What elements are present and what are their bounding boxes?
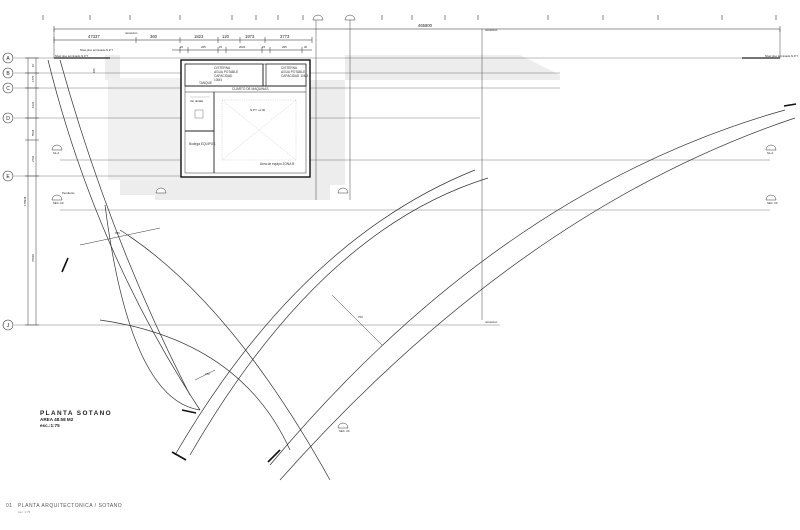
axis-j-label: J bbox=[7, 323, 10, 329]
axis-a: A bbox=[2, 52, 14, 64]
axis-e-label: E bbox=[6, 174, 10, 180]
dim-seg-a: 47337 bbox=[88, 34, 100, 39]
room-r1-l2: AGUA POTABLE bbox=[214, 70, 238, 74]
top-tick-marks bbox=[42, 15, 777, 20]
curve-ends bbox=[61, 103, 797, 463]
room-labels: CISTERNA AGUA POTABLE CAPACIDAD 10M3 CIS… bbox=[189, 66, 308, 166]
axis-bubbles: A B C D E J bbox=[2, 52, 14, 331]
sheet-scale: esc. 1:75 bbox=[18, 510, 31, 514]
grid-lines bbox=[14, 57, 780, 326]
diag-dim-a: 930 bbox=[115, 231, 120, 235]
section-marker-labels: S1-A S1-A SEC. 00 SEC. 00 SEC. 00 bbox=[53, 151, 778, 433]
site-curves bbox=[47, 59, 796, 481]
room-r2-l2: AGUA POTABLE bbox=[281, 70, 305, 74]
axis-c-label: C bbox=[6, 86, 10, 92]
marker-label-1: S1-A bbox=[53, 151, 59, 155]
level-1-note: Nivel piso terminado N.P.T. bbox=[80, 48, 114, 52]
vertical-lines bbox=[53, 18, 781, 320]
sub-dim-7: 30 bbox=[304, 45, 308, 49]
sub-dim-3: 15 bbox=[219, 45, 223, 49]
axis-c: C bbox=[2, 82, 14, 94]
left-dim-6: 178938 bbox=[23, 196, 27, 206]
sub-dim-5: 15 bbox=[262, 45, 266, 49]
drawing-title-block: PLANTA SOTANO AREA 48.58 M2 esc.:1:75 bbox=[40, 410, 112, 428]
terrain-shading bbox=[105, 55, 560, 200]
section-markers bbox=[51, 14, 777, 429]
overall-dimension bbox=[53, 26, 781, 32]
diag-dim-c: 750 bbox=[358, 315, 363, 319]
dim-seg-d: 120 bbox=[222, 34, 230, 39]
room-r1-l1: CISTERNA bbox=[214, 66, 231, 70]
retiro-mid-label: retracción bbox=[485, 320, 498, 324]
drawing-scale: esc.:1:75 bbox=[40, 423, 60, 428]
axis-b: B bbox=[2, 67, 14, 79]
axis-d: D bbox=[2, 112, 14, 124]
marker-label-3: SEC. 00 bbox=[53, 201, 64, 205]
level-1b-note: Nivel piso terminado N.P.T. bbox=[55, 54, 89, 58]
room-r2-l3: CAPACIDAD 10M3 bbox=[281, 74, 308, 78]
sub-dim-1: 15 bbox=[180, 45, 184, 49]
left-dim-5: 2733 bbox=[31, 155, 35, 162]
dim-seg-f: 3773 bbox=[280, 34, 290, 39]
axis-b-label: B bbox=[6, 71, 10, 77]
room-r4: CUARTO DE MAQUINAS bbox=[232, 87, 269, 91]
left-dim-0: 10 bbox=[31, 63, 35, 67]
sub-dim-6: 295 bbox=[282, 45, 287, 49]
sheet-number: 01 bbox=[6, 503, 13, 509]
dim-seg-c: 1823 bbox=[194, 34, 204, 39]
sub-dim-2: 265 bbox=[201, 45, 206, 49]
axis-j: J bbox=[2, 319, 14, 331]
left-dim-2: 180 bbox=[92, 68, 96, 73]
drawing-area: AREA 48.58 M2 bbox=[40, 417, 74, 422]
dim-seg-e: 1973 bbox=[245, 34, 255, 39]
level-1c-note: Nivel piso terminado N.P.T. bbox=[765, 54, 799, 58]
retiro-right-label: retracción bbox=[485, 28, 498, 32]
retiro-left-label: retracción bbox=[125, 31, 138, 35]
dimension-row-3 bbox=[172, 47, 312, 53]
left-dim-4: 5518 bbox=[31, 129, 35, 136]
hatch-note: Pendiente bbox=[62, 191, 75, 195]
room-r2-l1: CISTERNA bbox=[281, 66, 298, 70]
left-dimension-labels: 10 1775 180 1623 5518 2733 178938 37038 bbox=[23, 63, 96, 262]
left-dim-3: 1623 bbox=[31, 101, 35, 108]
dim-seg-b: 360 bbox=[150, 34, 158, 39]
axis-a-label: A bbox=[6, 56, 10, 62]
diagonal-dimensions bbox=[79, 227, 383, 381]
sheet-footer: 01 PLANTA ARQUITECTONICA / SOTANO esc. 1… bbox=[6, 503, 122, 514]
left-dim-7: 37038 bbox=[31, 254, 35, 262]
room-r1-l4: 10M3 bbox=[214, 78, 222, 82]
left-dim-1: 1775 bbox=[31, 75, 35, 82]
left-dimension-chain bbox=[25, 57, 39, 326]
diag-dim-b: 270 bbox=[205, 372, 210, 376]
basement-building bbox=[180, 59, 311, 178]
marker-label-4: SEC. 00 bbox=[767, 201, 778, 205]
marker-label-2: S1-A bbox=[767, 151, 773, 155]
axis-e: E bbox=[2, 170, 14, 182]
drawing-title: PLANTA SOTANO bbox=[40, 410, 112, 417]
axis-d-label: D bbox=[6, 116, 10, 122]
room-r5: Bodega EQUIPOS bbox=[189, 142, 215, 146]
level-2-note: N.P.T. +0.00 bbox=[250, 108, 266, 112]
note-small: Ver detalle bbox=[190, 99, 204, 103]
sheet-title: PLANTA ARQUITECTONICA / SOTANO bbox=[18, 503, 122, 509]
sub-dim-4: 2023 bbox=[239, 45, 246, 49]
marker-label-5: SEC. 00 bbox=[339, 429, 350, 433]
room-r1-l3: CAPACIDAD bbox=[214, 74, 233, 78]
room-r6: Area de equipo ZONA B bbox=[260, 162, 294, 166]
overall-dimension-label: 465800 bbox=[418, 23, 433, 28]
room-r3: TANQUE bbox=[199, 81, 212, 85]
